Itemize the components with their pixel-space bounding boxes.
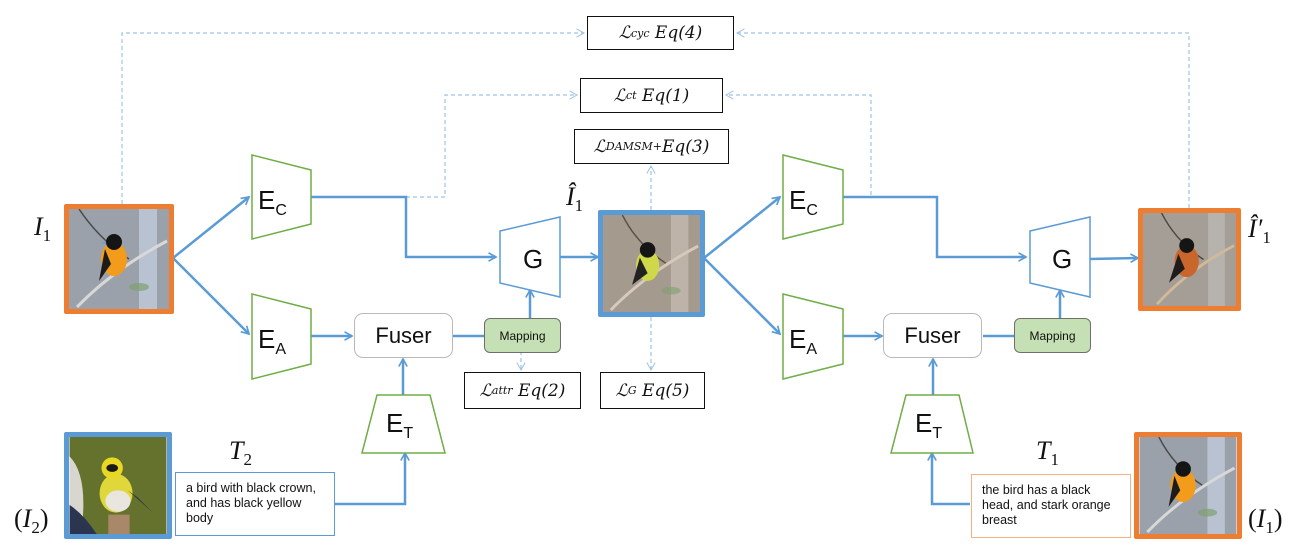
label-i2-paren: (I2) (14, 504, 49, 538)
svg-text:ET: ET (915, 408, 942, 442)
et-encoder-left: ET (361, 394, 446, 454)
g-generator-left: G (499, 216, 561, 298)
cyc-left-connector (121, 28, 586, 204)
svg-text:EA: EA (258, 324, 286, 358)
i1hat-to-ea2-arrow (703, 257, 780, 334)
g-generator-right: G (1029, 216, 1091, 298)
ct-right-connector (724, 90, 872, 195)
ec-encoder-left: EC (251, 154, 312, 240)
image-i1-hat-prime (1138, 208, 1241, 311)
svg-text:EC: EC (258, 185, 287, 219)
bird-warbler-illustration (69, 437, 167, 534)
fuser-right: Fuser (883, 313, 982, 358)
ea-encoder-left: EA (251, 293, 312, 380)
text-description-t1: the bird has a black head, and stark ora… (971, 474, 1131, 538)
et-encoder-right: ET (890, 394, 974, 454)
ct-left-connector (406, 90, 579, 198)
image-i2-reference (64, 432, 172, 539)
label-i1: I1 (34, 212, 52, 246)
bird-yellow-black-illustration (603, 215, 700, 312)
i1hat-to-ec2-arrow (703, 197, 780, 259)
svg-text:G: G (1052, 244, 1072, 274)
t2-to-et-arrow (335, 453, 405, 506)
label-t1: T1 (1036, 436, 1059, 470)
i1-to-ec-arrow (172, 197, 249, 259)
image-i1-input (64, 204, 174, 314)
svg-text:ET: ET (386, 408, 413, 442)
label-i1-hat: Î1 (566, 182, 584, 216)
text-description-t2: a bird with black crown, and has black y… (175, 472, 335, 536)
ec2-to-g2-arrow (843, 195, 1026, 257)
g2-to-i1hatprime-arrow (1089, 258, 1138, 259)
mapping-left: Mapping (484, 318, 561, 353)
mapping-right: Mapping (1014, 318, 1091, 353)
svg-text:G: G (523, 244, 543, 274)
bird-orange-reference-illustration (1139, 437, 1237, 534)
t1-to-et2-arrow (932, 453, 970, 506)
fuser-left: Fuser (354, 313, 453, 358)
label-t2: T2 (229, 436, 252, 470)
label-i1-hat-prime: Î′1 (1248, 214, 1271, 248)
ec-to-g-arrow (311, 195, 496, 257)
svg-text:EA: EA (789, 324, 817, 358)
flow-arrows (172, 195, 1138, 506)
ec-encoder-right: EC (782, 154, 844, 240)
image-i1-reference (1134, 432, 1242, 539)
cyc-right-connector (735, 28, 1190, 208)
dashed-connectors (121, 28, 1190, 372)
image-i1-hat (598, 210, 705, 317)
i1-to-ea-arrow (172, 257, 249, 334)
ea-encoder-right: EA (782, 293, 844, 380)
bird-reconstructed-illustration (1143, 213, 1236, 306)
bird-orange-illustration (69, 209, 169, 309)
label-i1-paren: (I1) (1248, 504, 1283, 538)
svg-text:EC: EC (789, 185, 818, 219)
